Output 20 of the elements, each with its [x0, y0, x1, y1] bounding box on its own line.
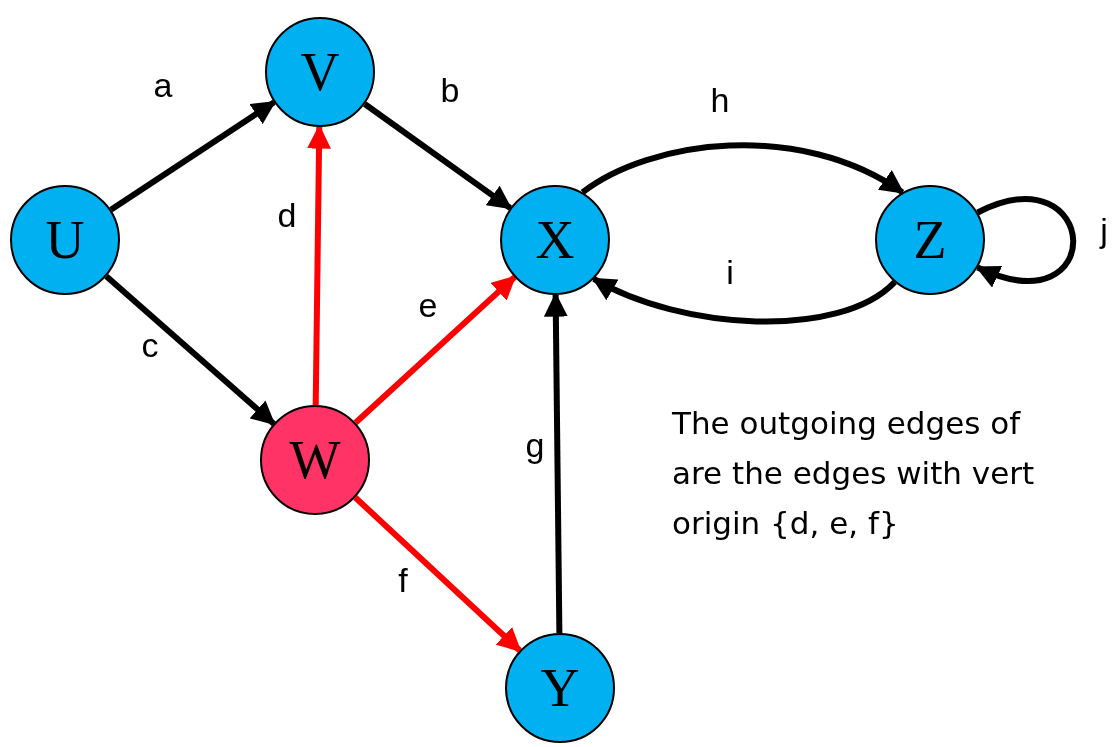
- vertex-label: U: [45, 213, 85, 267]
- note-text: origin {d, e, f}: [672, 508, 899, 539]
- arrow: [543, 292, 568, 634]
- arrow: [104, 274, 276, 426]
- vertex-label: Y: [540, 661, 580, 715]
- arrow: [363, 101, 513, 211]
- vertex-label: V: [300, 45, 340, 99]
- arrow: [591, 276, 897, 325]
- note-text: The outgoing edges of: [672, 408, 1021, 439]
- note-text: are the edges with vert: [672, 458, 1035, 489]
- vertex-circle: [500, 185, 610, 295]
- arrow: [353, 495, 522, 653]
- arrow: [109, 99, 277, 213]
- vertex-label: Z: [913, 213, 947, 267]
- arrow: [307, 124, 331, 406]
- vertex-label: W: [289, 433, 341, 487]
- arrow: [975, 196, 1076, 287]
- vertex-label: X: [535, 213, 575, 267]
- arrow: [580, 142, 905, 195]
- arrow: [353, 274, 517, 426]
